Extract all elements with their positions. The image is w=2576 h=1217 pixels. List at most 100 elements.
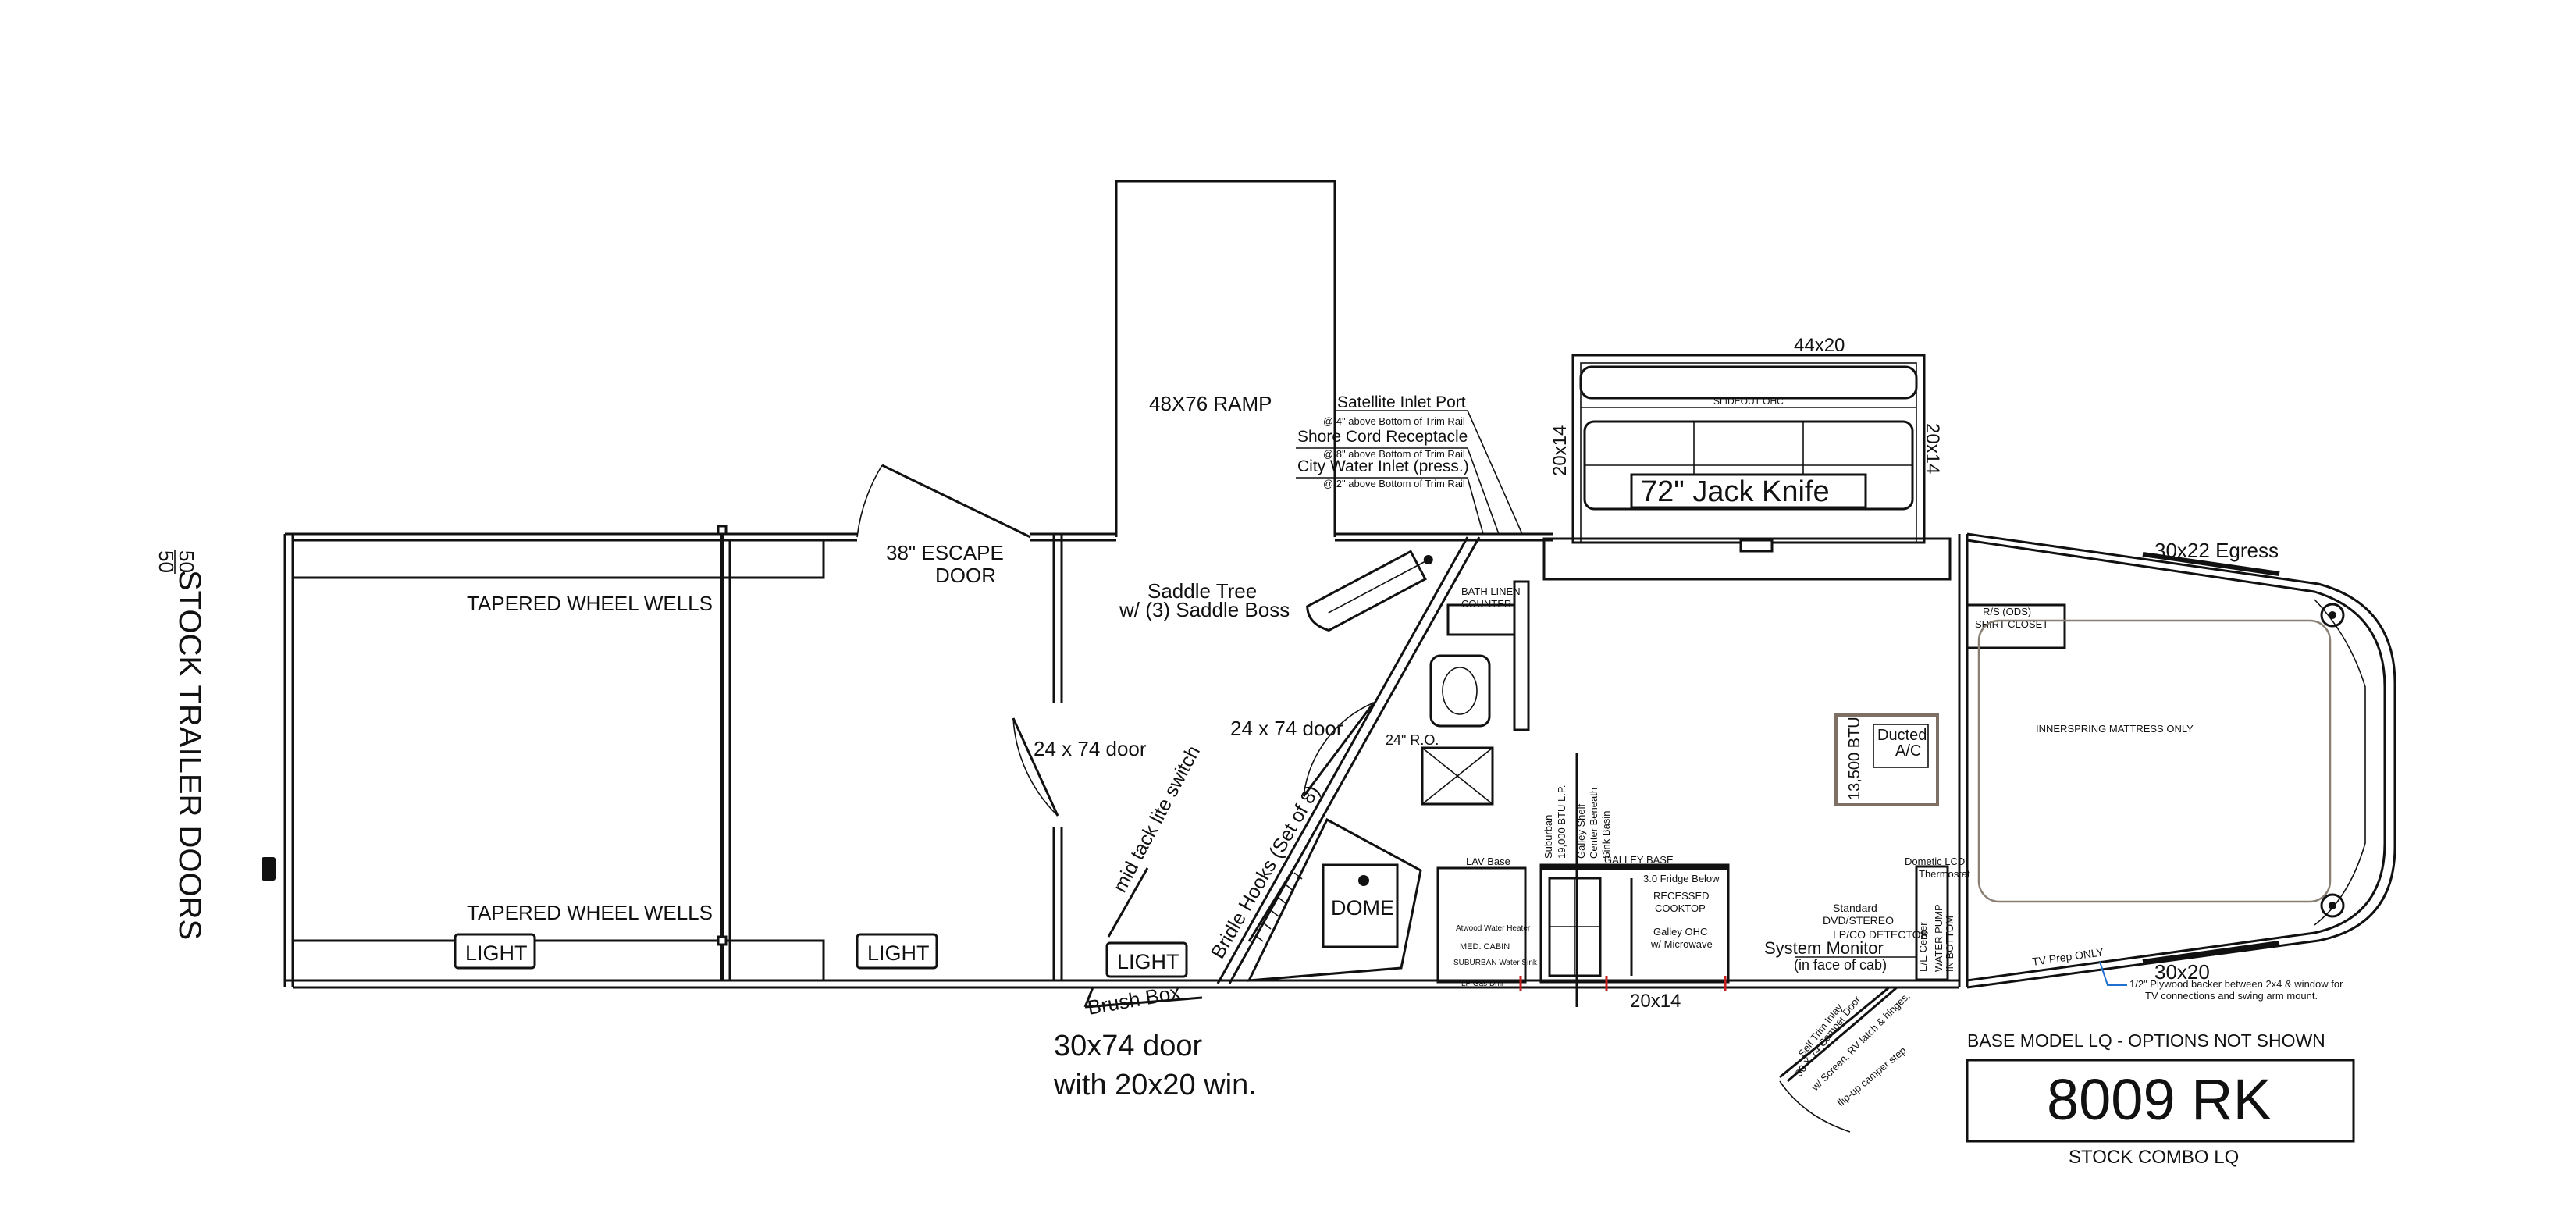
egress-window-label: 30x22 Egress — [2154, 539, 2279, 562]
dome-label: DOME — [1331, 896, 1394, 920]
galley-shelf-label: Galley Shelf — [1575, 804, 1587, 859]
stock-light-left-label: LIGHT — [465, 941, 528, 965]
suburban-label: Suburban — [1542, 815, 1554, 859]
cooktop-label: COOKTOP — [1655, 902, 1706, 914]
tack-light-label: LIGHT — [1117, 950, 1179, 973]
entry-door-line1: 30x74 door — [1054, 1030, 1202, 1062]
entry-door-line2: with 20x20 win. — [1053, 1069, 1257, 1101]
tack-divider — [1012, 534, 1063, 980]
title-block-header: BASE MODEL LQ - OPTIONS NOT SHOWN — [1967, 1030, 2325, 1051]
saddle-tree — [1306, 550, 1433, 632]
brush-box-label: Brush Box — [1086, 980, 1182, 1020]
rear-capacity-top: 50 — [175, 550, 198, 573]
mid-tack-switch-line — [1107, 867, 1149, 938]
dvd-stereo-label: DVD/STEREO — [1823, 914, 1894, 927]
model-number: 8009 RK — [2047, 1067, 2272, 1132]
stock-light-mid: LIGHT — [856, 933, 938, 970]
jack-knife-box — [1630, 473, 1867, 509]
ramp — [1115, 180, 1336, 537]
plywood-leader — [2099, 961, 2127, 986]
rear-latch — [262, 857, 276, 881]
inlet-callouts — [1296, 410, 1523, 535]
med-cabin-label: MED. CABIN — [1460, 942, 1510, 952]
suburban-furnace-label: SUBURBAN Water Sink — [1453, 959, 1538, 967]
stock-trailer-doors-label: STOCK TRAILER DOORS — [173, 570, 207, 940]
jack-knife-sofa-label: 72" Jack Knife — [1641, 475, 1830, 508]
bath-linen-counter-label: COUNTER — [1461, 598, 1511, 610]
suburban-btu-label: 19,000 BTU L.P. — [1556, 785, 1567, 859]
ramp-label: 48X76 RAMP — [1149, 392, 1272, 415]
wheel-wells-top-label: TAPERED WHEEL WELLS — [467, 592, 713, 615]
wall-markers — [1519, 976, 1727, 991]
stock-light-mid-label: LIGHT — [867, 941, 930, 965]
bridle-hooks-label: Bridle Hooks (Set of 8) — [1207, 781, 1324, 963]
lq-bulkhead — [1216, 536, 1481, 984]
galley-ohc-label: Galley OHC — [1653, 926, 1707, 938]
dometic-label: Dometic LCD — [1905, 856, 1965, 867]
cab-area — [1795, 534, 2066, 987]
title-block-footer: STOCK COMBO LQ — [2069, 1147, 2239, 1168]
standard-label: Standard — [1833, 902, 1877, 914]
galley-base-label: GALLEY BASE — [1604, 854, 1674, 866]
rough-opening-label: 24" R.O. — [1386, 732, 1439, 748]
galley-window-label: 20x14 — [1630, 991, 1681, 1012]
city-water-label: City Water Inlet (press.) — [1297, 457, 1469, 475]
wheel-wells-bottom-label: TAPERED WHEEL WELLS — [467, 901, 713, 924]
system-monitor-label: System Monitor — [1764, 938, 1884, 958]
slideout-width: 44x20 — [1794, 335, 1845, 356]
mid-tack-switch-label: mid tack lite switch — [1109, 742, 1205, 896]
lp-gas-label: LP Gas Drill — [1461, 980, 1503, 988]
lpco-label: LP/CO DETECTOR — [1833, 928, 1929, 941]
escape-door-line1: 38" ESCAPE — [886, 541, 1004, 564]
dome-area — [1247, 817, 1422, 982]
plywood-note-line1: 1/2" Plywood backer between 2x4 & window… — [2129, 978, 2343, 990]
ee-center-label: E/E Center — [1917, 922, 1929, 972]
recessed-label: RECESSED — [1653, 890, 1710, 902]
ducted-ac — [1834, 713, 1939, 806]
water-pump-bottom-label: IN BOTTOM — [1944, 916, 1955, 972]
lav-base-label: LAV Base — [1466, 856, 1510, 867]
escape-door — [856, 464, 1031, 539]
saddle-boss-label: w/ (3) Saddle Boss — [1119, 598, 1290, 621]
rear-capacity-bottom: 50 — [155, 550, 178, 573]
ac-label: A/C — [1895, 742, 1921, 760]
trailer-shell — [283, 532, 1959, 989]
slideout-window-left: 20x14 — [1550, 425, 1571, 476]
tack-door-right-label: 24 x 74 door — [1230, 717, 1343, 740]
mattress-label: INNERSPRING MATTRESS ONLY — [2036, 723, 2194, 735]
galley — [1436, 753, 1730, 1007]
center-beneath-label: Center Beneath — [1588, 788, 1599, 859]
slideout-window-right: 20x14 — [1922, 423, 1943, 474]
system-monitor-note: (in face of cab) — [1794, 957, 1887, 973]
bath-linen-label: BATH LINEN — [1461, 585, 1521, 597]
plywood-note-line2: TV connections and swing arm mount. — [2145, 990, 2318, 1002]
tv-prep-label: TV Prep ONLY — [2031, 945, 2105, 968]
city-water-note: @ 2" above Bottom of Trim Rail — [1323, 478, 1465, 489]
thermostat-label: Thermostat — [1919, 868, 1970, 880]
slideout-ohc: SLIDEOUT OHC — [1713, 396, 1784, 407]
saddle-tree-label: Saddle Tree — [1147, 579, 1257, 603]
title-block-box — [1966, 1059, 2355, 1143]
fridge-label: 3.0 Fridge Below — [1643, 873, 1720, 884]
water-pump-label: WATER PUMP — [1933, 904, 1944, 972]
lq-camper-door — [1779, 986, 1898, 1133]
sink-basin-label: Sink Basin — [1600, 811, 1612, 859]
shore-cord-note: @ 8" above Bottom of Trim Rail — [1323, 448, 1465, 460]
shore-cord-label: Shore Cord Receptacle — [1297, 428, 1468, 446]
stock-light-left: LIGHT — [454, 933, 536, 970]
closet-label-1: R/S (ODS) — [1983, 606, 2031, 617]
satellite-inlet-label: Satellite Inlet Port — [1337, 393, 1466, 411]
ducted-label: Ducted — [1877, 727, 1927, 744]
bath — [1421, 580, 1530, 806]
tack-light: LIGHT — [1105, 941, 1188, 978]
tack-door-left-label: 24 x 74 door — [1034, 737, 1147, 760]
gooseneck — [1966, 532, 2396, 989]
bridle-hooks — [1247, 858, 1303, 942]
escape-door-line2: DOOR — [935, 564, 996, 587]
brush-box — [1083, 987, 1203, 1009]
slideout — [1542, 354, 1952, 581]
microwave-label: w/ Microwave — [1650, 938, 1713, 950]
water-heater-label: Atwood Water Heater — [1456, 924, 1531, 933]
satellite-inlet-note: @ 4" above Bottom of Trim Rail — [1323, 415, 1465, 427]
